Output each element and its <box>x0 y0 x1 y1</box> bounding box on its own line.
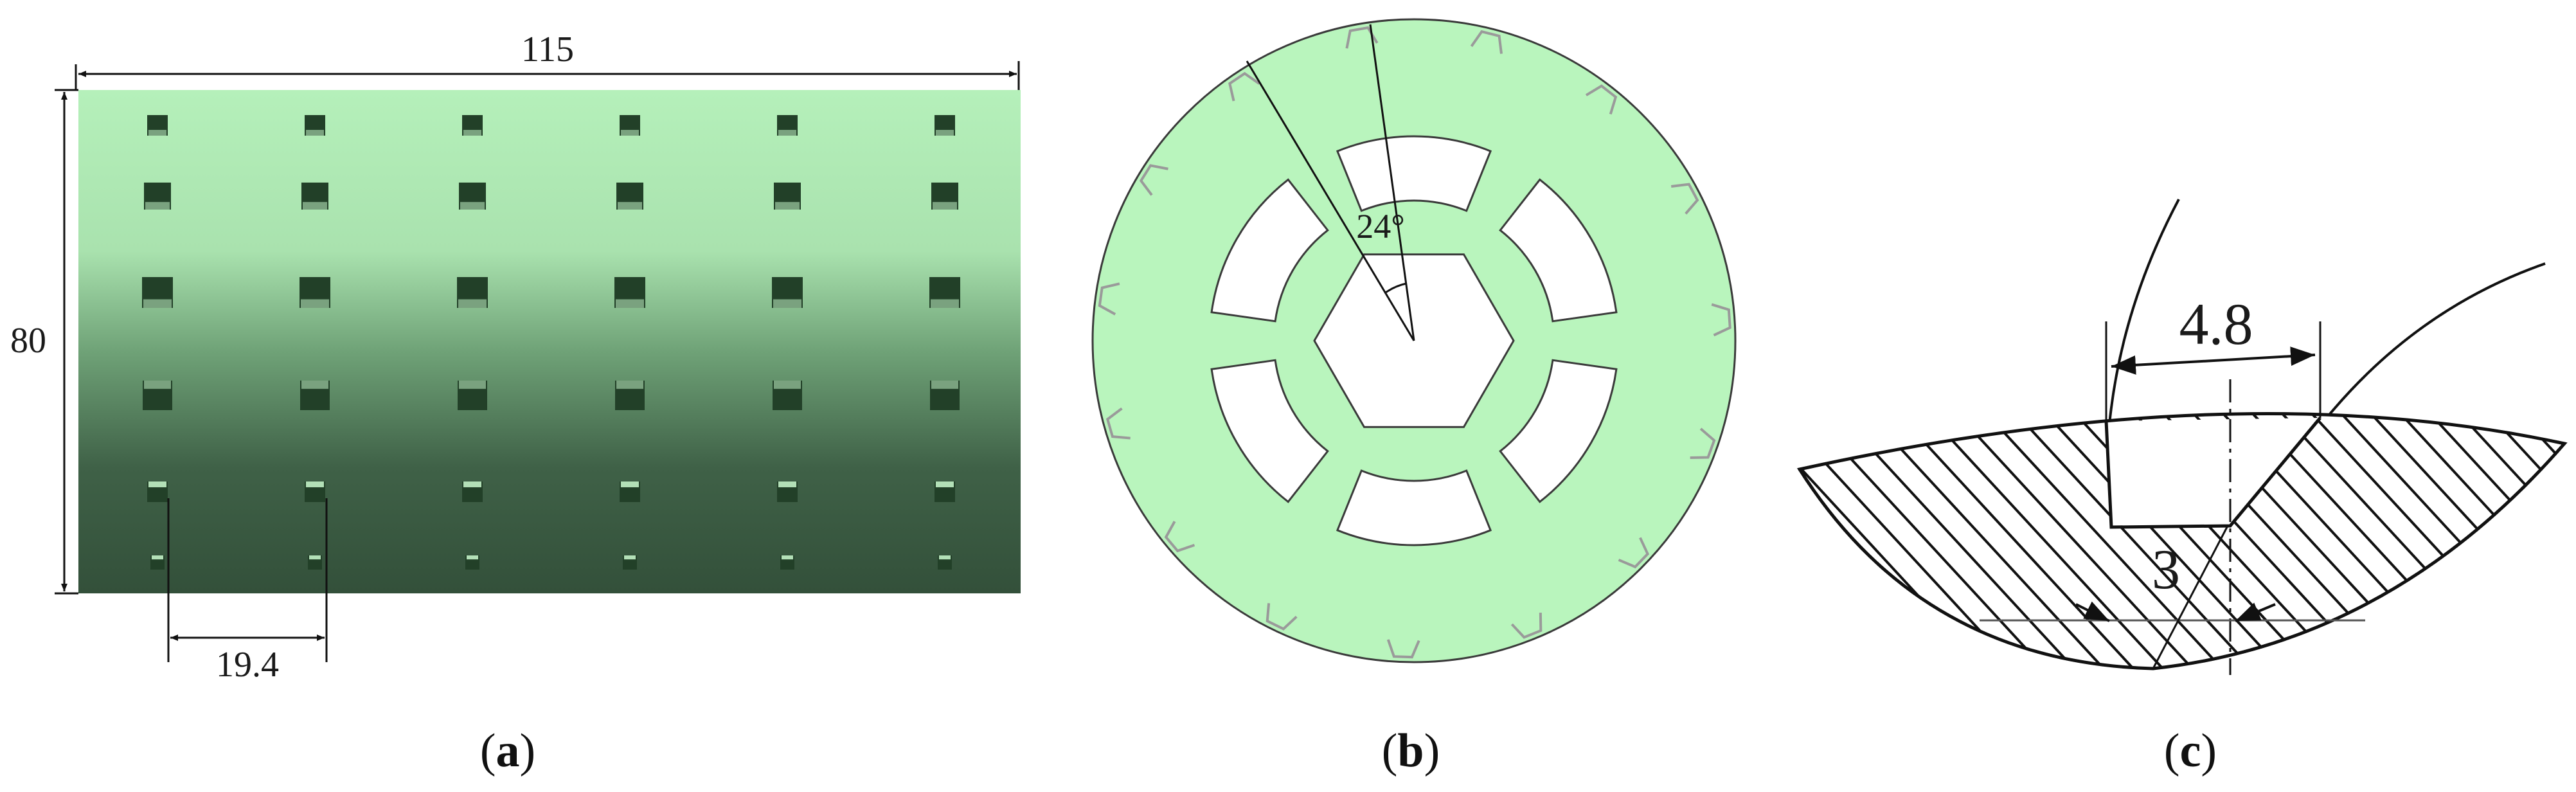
pocket-highlight <box>306 482 324 487</box>
width-dimension-label: 115 <box>521 30 574 69</box>
pocket-highlight <box>618 202 642 210</box>
pocket-highlight <box>621 482 639 487</box>
pocket-highlight <box>616 299 644 308</box>
rim-notch <box>1386 639 1420 659</box>
outer-arc-right <box>2325 262 2546 419</box>
pocket-highlight <box>773 299 801 308</box>
groove-cavity <box>2106 418 2320 527</box>
panel-c-caption-letter: c <box>2180 724 2201 777</box>
section-outline <box>1796 411 2568 670</box>
pocket-highlight <box>460 202 485 210</box>
hatch-line <box>2557 413 2564 669</box>
pocket-highlight <box>301 381 328 389</box>
rim-notch <box>1228 71 1260 102</box>
panel-b-caption: (b) <box>1382 724 1440 777</box>
panel-b-end-view: 24° (b) <box>1091 18 1737 777</box>
groove-width-dimension-line <box>2111 346 2316 375</box>
pocket-highlight <box>621 130 639 136</box>
rim-notch <box>1164 521 1195 553</box>
angle-ray-right <box>1369 24 1415 341</box>
rim-notch <box>1266 603 1298 631</box>
groove-outline <box>2104 417 2321 529</box>
pocket-highlight <box>774 381 801 389</box>
panel-a-caption-letter: a <box>496 724 520 777</box>
depth-leader <box>2152 526 2228 669</box>
pocket-highlight <box>148 482 166 487</box>
hatch-line <box>2527 413 2564 669</box>
pocket-highlight <box>933 202 957 210</box>
rim-notch <box>1105 407 1131 440</box>
groove-depth-label: 3 <box>2152 539 2180 601</box>
pocket-highlight <box>458 299 487 308</box>
groove-width-label: 4.8 <box>2179 291 2253 357</box>
pocket-highlight <box>148 130 166 136</box>
ring-slot <box>1210 359 1329 503</box>
ring-slot <box>1499 178 1618 323</box>
ring-slot <box>1336 469 1492 546</box>
angle-arc <box>1385 282 1407 294</box>
pocket-highlight <box>616 381 643 389</box>
pocket-highlight <box>939 555 951 560</box>
pocket-highlight <box>152 555 163 560</box>
pocket-highlight <box>936 130 954 136</box>
rim-notch <box>1585 84 1618 115</box>
rim-notch <box>1098 282 1120 316</box>
pocket-highlight <box>463 130 481 136</box>
ring-slot <box>1499 359 1618 503</box>
pocket-highlight <box>309 555 321 560</box>
pocket-highlight <box>459 381 486 389</box>
depth-arrow-right <box>2235 602 2276 622</box>
pocket-highlight <box>143 299 172 308</box>
depth-arrow-left <box>2075 601 2110 622</box>
rim-notch <box>1470 30 1503 54</box>
pocket-highlight <box>778 130 796 136</box>
rim-notch <box>1711 303 1731 337</box>
ring-slots <box>1210 135 1618 546</box>
hatch-line <box>2468 413 2564 669</box>
pocket-highlight <box>775 202 800 210</box>
pocket-highlight <box>778 482 796 487</box>
panel-c-caption: (c) <box>2164 724 2217 777</box>
pocket-highlight <box>301 299 329 308</box>
rim-notch <box>1670 183 1699 215</box>
pocket-highlight <box>624 555 636 560</box>
pocket-highlight <box>145 202 170 210</box>
pocket-highlight <box>936 482 954 487</box>
angle-ray-left <box>1246 60 1415 341</box>
ring-slot <box>1210 178 1329 323</box>
hatch-line <box>2498 413 2564 669</box>
panel-a-cylinder-view: 115 80 19.4 (a) <box>10 30 1021 777</box>
pitch-dimension-label: 19.4 <box>216 645 279 685</box>
pocket-grid <box>142 115 960 570</box>
pocket-highlight <box>144 381 171 389</box>
rim-notch <box>1618 537 1650 569</box>
panel-c-groove-section: 4.8 3 (c) <box>1796 199 2568 777</box>
panel-b-caption-letter: b <box>1397 724 1424 777</box>
height-dimension-label: 80 <box>10 321 46 361</box>
pocket-highlight <box>303 202 327 210</box>
rim-notch <box>1690 428 1716 459</box>
pocket-highlight <box>306 130 324 136</box>
outer-arc-left <box>2108 199 2180 425</box>
ring-slot <box>1336 135 1492 212</box>
angle-label: 24° <box>1356 207 1405 246</box>
pocket-highlight <box>463 482 481 487</box>
pocket-highlight <box>467 555 478 560</box>
pocket-highlight <box>931 299 959 308</box>
rim-notch <box>1510 613 1543 639</box>
pocket-highlight <box>782 555 793 560</box>
panel-a-caption: (a) <box>480 724 535 777</box>
rim-notch <box>1139 164 1168 196</box>
section-fill <box>1800 413 2564 669</box>
pocket-highlight <box>931 381 958 389</box>
cylinder-body <box>78 90 1021 593</box>
